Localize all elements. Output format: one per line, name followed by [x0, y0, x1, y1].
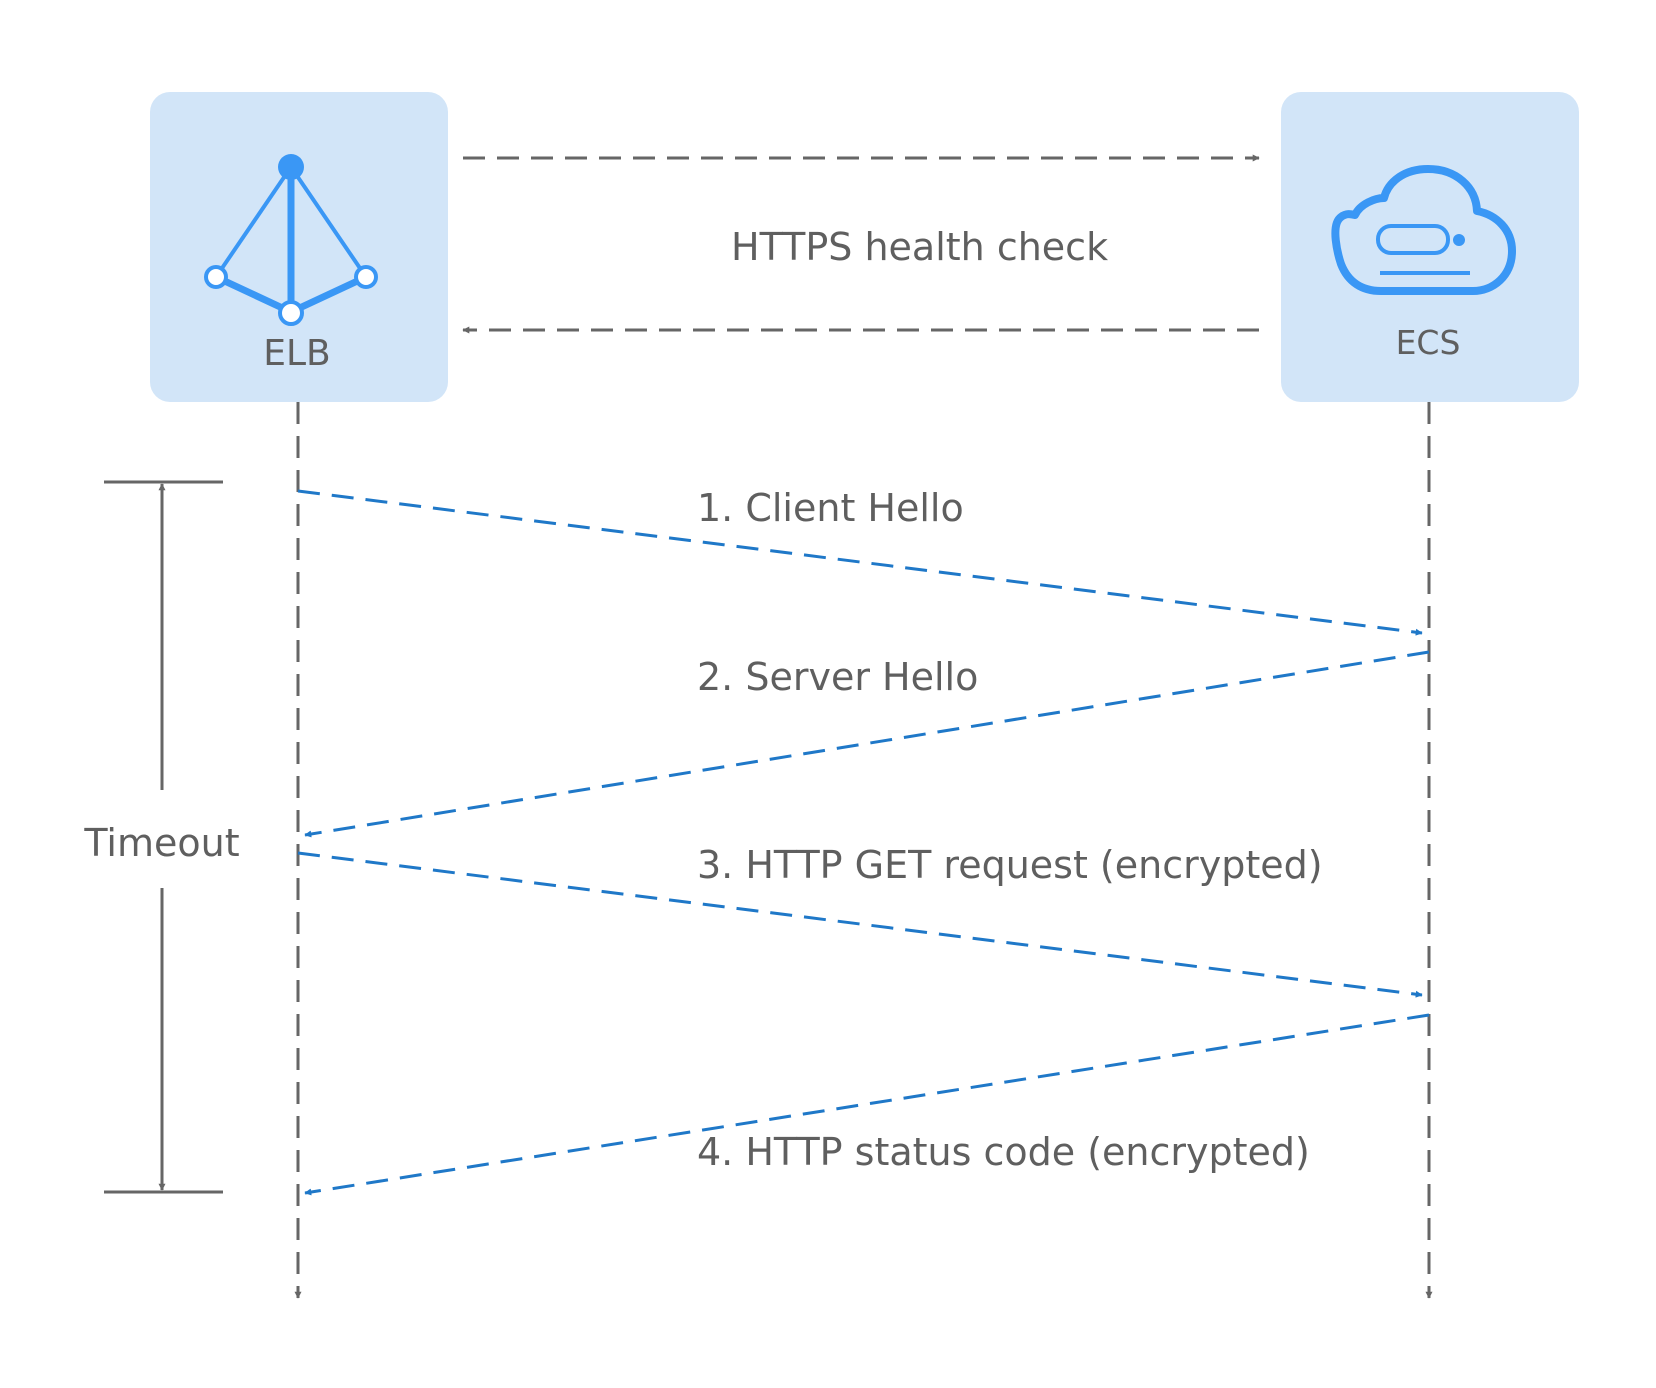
timeout-label: Timeout: [84, 821, 240, 865]
message-label-2: 2. Server Hello: [697, 655, 979, 699]
message-arrow-1: [297, 489, 1423, 636]
message-label-1: 1. Client Hello: [697, 486, 964, 530]
message-label-3: 3. HTTP GET request (encrypted): [697, 843, 1323, 887]
message-arrow-4: [304, 1013, 1430, 1196]
elb-node: [150, 92, 448, 402]
ecs-node: [1281, 92, 1579, 402]
load-balancer-icon: [204, 154, 378, 326]
message-arrow-3: [297, 851, 1423, 998]
timeout-bracket: [104, 480, 223, 1194]
health-check-label: HTTPS health check: [731, 225, 1109, 269]
elb-label: ELB: [263, 333, 331, 374]
cloud-server-icon: [1331, 165, 1516, 295]
message-label-4: 4. HTTP status code (encrypted): [697, 1130, 1310, 1174]
message-arrow-2: [304, 650, 1430, 838]
ecs-label: ECS: [1395, 323, 1461, 362]
